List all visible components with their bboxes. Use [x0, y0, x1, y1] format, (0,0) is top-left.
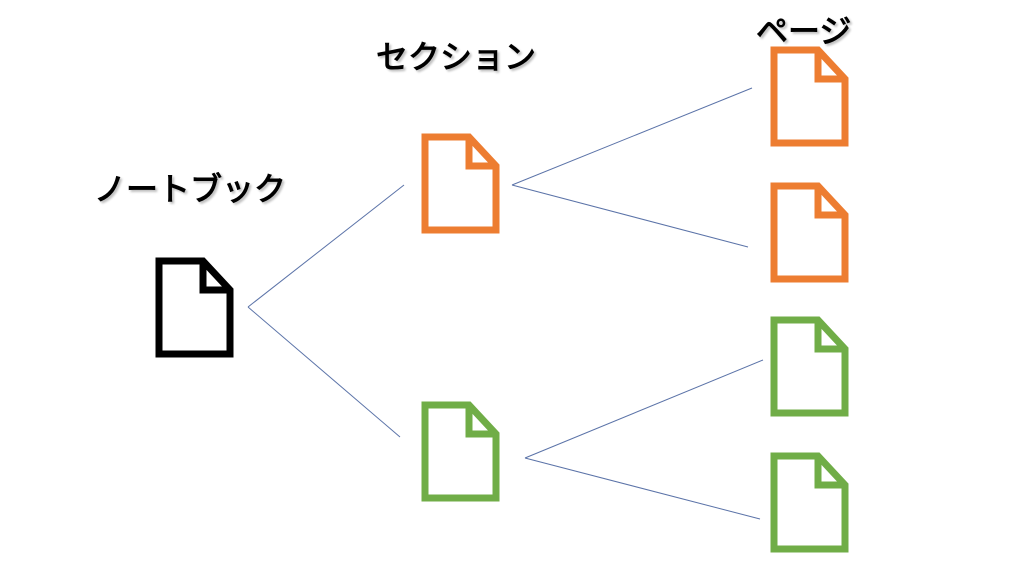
connector-page-1 [511, 87, 753, 186]
section-label: セクション [376, 38, 537, 76]
notebook-label: ノートブック [94, 170, 287, 208]
page-4-document-icon [770, 452, 849, 553]
connector-page-2 [511, 184, 749, 248]
page-label: ページ [756, 12, 852, 50]
page-3-document-icon [770, 316, 849, 417]
page-2-document-icon [770, 182, 849, 283]
connector-section-2 [247, 306, 401, 438]
connector-section-1 [247, 184, 405, 308]
notebook-document-icon [155, 257, 234, 358]
section-1-document-icon [421, 133, 500, 234]
section-2-document-icon [421, 401, 500, 502]
connector-page-4 [524, 457, 761, 520]
page-1-document-icon [770, 46, 849, 147]
connector-page-3 [524, 359, 764, 459]
